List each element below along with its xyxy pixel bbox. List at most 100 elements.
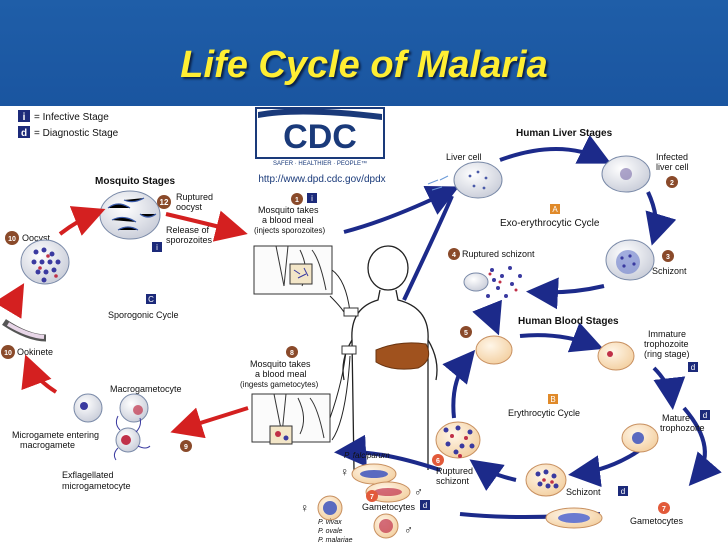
arrow-zygote-to-ookinete <box>21 354 58 394</box>
step-2-number: 2 <box>670 180 674 187</box>
step-2-badge <box>666 176 678 188</box>
meal1-line2: a blood meal <box>262 215 314 225</box>
ruptured-oocyst-label-2: oocyst <box>176 202 203 212</box>
male-symbol-top: ♂ <box>414 485 423 499</box>
infective-symbol: i <box>23 112 26 123</box>
liver-schizont-label: Schizont <box>652 266 687 276</box>
ruptured-blood-label-1: Ruptured <box>436 466 473 476</box>
infective-symbol-meal: i <box>311 194 313 203</box>
gametocyte-inset <box>269 425 293 445</box>
ruptured-blood-label-2: schizont <box>436 476 470 486</box>
liver-organ <box>375 342 430 370</box>
macrogametocyte-label: Macrogametocyte <box>110 384 182 394</box>
liver-stages-header: Human Liver Stages <box>516 128 613 139</box>
blood-schizont-cell <box>525 463 567 497</box>
infected-liver-label-1: Infected <box>656 152 688 162</box>
immature-label-3: (ring stage) <box>644 349 690 359</box>
arrow-ruptured-to-reinfect <box>442 349 476 419</box>
step-6-badge <box>432 454 444 466</box>
diagnostic-symbol-gametocyte: d <box>423 501 427 510</box>
ookinete-label: Ookinete <box>17 347 53 357</box>
immature-label-1: Immature <box>648 329 686 339</box>
infective-badge-release <box>152 242 162 252</box>
sporozoite-strands <box>107 197 157 231</box>
section-a-letter: A <box>552 205 558 214</box>
injection-site-2 <box>341 345 357 355</box>
arrow-ookinete-to-oocyst <box>0 283 25 319</box>
step-7-number-center: 7 <box>370 494 374 501</box>
ruptured-schizont-liver-label: Ruptured schizont <box>462 249 535 259</box>
arrow-schizont-to-ruptured-blood <box>469 459 517 491</box>
step-12-badge <box>157 195 171 209</box>
diagnostic-symbol: d <box>21 128 27 139</box>
mature-label-2: trophozoite <box>660 423 705 433</box>
step-8-badge <box>286 346 298 358</box>
diagnostic-badge <box>18 126 30 138</box>
arrow-mature-to-schizont <box>568 448 642 488</box>
release-label-1: Release of <box>166 225 210 235</box>
infective-badge <box>18 110 30 122</box>
mature-label-1: Mature <box>662 413 690 423</box>
ruptured-schizont-liver <box>463 272 489 292</box>
step-5-number: 5 <box>464 330 468 337</box>
blood-schizont-label: Schizont <box>566 487 601 497</box>
section-a-badge <box>550 204 560 214</box>
liver-cell <box>453 161 503 199</box>
erythrocytic-label: Erythrocytic Cycle <box>508 408 580 418</box>
diagnostic-badge-schizont <box>618 486 628 496</box>
meal1-line1: Mosquito takes <box>258 205 319 215</box>
human-cycle-arrows <box>334 134 722 519</box>
step-3-number: 3 <box>666 254 670 261</box>
arrow-sporozoites-to-human <box>165 210 248 242</box>
step-4-badge <box>448 248 460 260</box>
diagnostic-badge-gametocyte <box>420 500 430 510</box>
microgamete-entering-cell <box>73 393 103 423</box>
step-10-badge <box>1 345 15 359</box>
step-8-number: 8 <box>290 350 294 357</box>
oocyst-cell <box>20 239 70 285</box>
legend: i = Infective Stage d = Diagnostic Stage <box>18 110 119 139</box>
step-3-badge <box>662 250 674 262</box>
microgamete-label-2: macrogamete <box>20 440 75 450</box>
cdc-logo-text: CDC <box>283 118 357 156</box>
header-bar: Life Cycle of Malaria <box>0 0 728 106</box>
infective-symbol-release: i <box>156 243 158 252</box>
arrow-schizont-to-ruptured <box>526 277 605 310</box>
vivax-label: P. vivax <box>318 519 342 526</box>
malariae-label: P. malariae <box>318 537 353 544</box>
arrow-to-gametocytes <box>682 406 722 487</box>
male-symbol-bottom: ♂ <box>404 523 413 537</box>
exo-cycle-label: Exo-erythrocytic Cycle <box>500 218 600 229</box>
arrow-to-liver-2 <box>402 195 454 301</box>
ruptured-oocyst-label-1: Ruptured <box>176 192 213 202</box>
step-7-badge-center <box>366 490 378 502</box>
merozoites <box>486 266 522 298</box>
gametocytes-label-right: Gametocytes <box>630 516 684 526</box>
section-b-letter: B <box>550 395 555 404</box>
exflagellated-label-1: Exflagellated <box>62 470 114 480</box>
step-11-badge <box>5 231 19 245</box>
arrow-ruptured-to-blood <box>472 299 502 336</box>
infected-liver-label-2: liver cell <box>656 162 689 172</box>
step-5-badge <box>460 326 472 338</box>
ring-stage-cell <box>597 341 635 371</box>
sporogonic-label: Sporogonic Cycle <box>108 310 179 320</box>
female-symbol-bottom: ♀ <box>300 501 309 515</box>
step-11-number: 10 <box>8 236 16 243</box>
falciparum-label: P. falciparum <box>344 451 390 460</box>
arrow-oocyst-to-ruptured <box>58 206 106 236</box>
section-c-badge <box>146 294 156 304</box>
infective-legend-text: = Infective Stage <box>34 112 109 123</box>
diagnostic-badge-mature <box>700 410 710 420</box>
female-symbol-top: ♀ <box>340 465 349 479</box>
oocyst-label: Oocyst <box>22 233 51 243</box>
liver-cell-label: Liver cell <box>446 152 482 162</box>
immature-label-2: trophozoite <box>644 339 689 349</box>
step-1-number: 1 <box>295 197 299 204</box>
oocyst-dots-red <box>38 254 58 278</box>
sporozoite-inset <box>289 263 313 285</box>
diagnostic-legend-text: = Diagnostic Stage <box>34 128 119 139</box>
gametocytes-center-label: Gametocytes <box>362 502 416 512</box>
microgamete-label-1: Microgamete entering <box>12 430 99 440</box>
step-10-number: 10 <box>4 350 12 357</box>
